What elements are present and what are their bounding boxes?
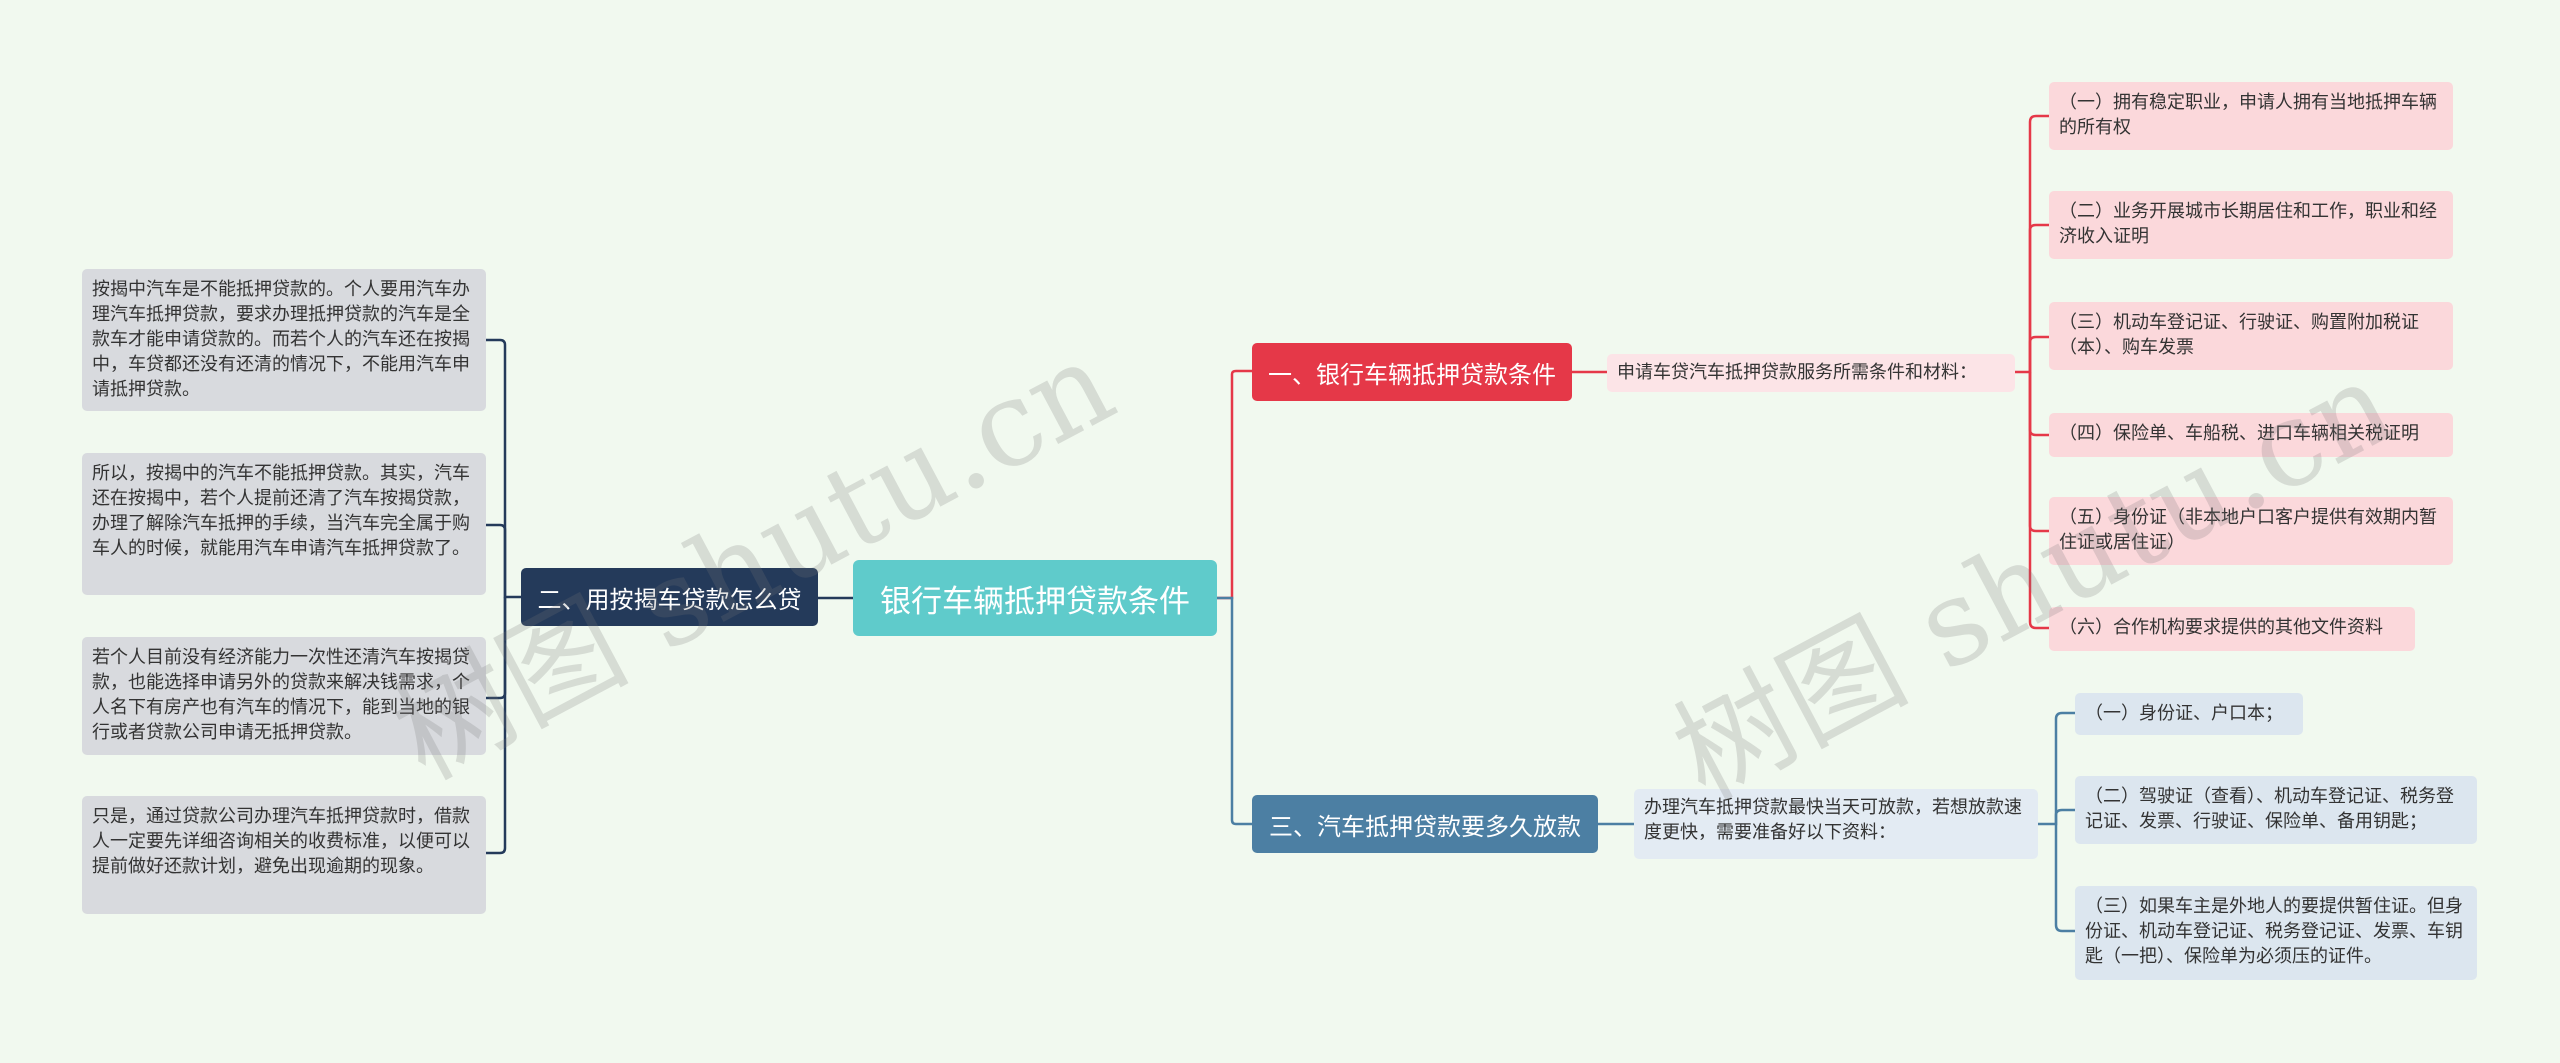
subtopic-required-materials[interactable]: 申请车贷汽车抵押贷款服务所需条件和材料： bbox=[1607, 354, 2015, 392]
leaf-document-1[interactable]: （一）身份证、户口本； bbox=[2075, 693, 2303, 735]
branch-bank-loan-conditions[interactable]: 一、银行车辆抵押贷款条件 bbox=[1252, 343, 1572, 401]
leaf-condition-3[interactable]: （三）机动车登记证、行驶证、购置附加税证（本）、购车发票 bbox=[2049, 302, 2453, 370]
leaf-condition-4[interactable]: （四）保险单、车船税、进口车辆相关税证明 bbox=[2049, 413, 2453, 457]
leaf-mortgage-note-4[interactable]: 只是，通过贷款公司办理汽车抵押贷款时，借款人一定要先详细咨询相关的收费标准，以便… bbox=[82, 796, 486, 914]
leaf-condition-6[interactable]: （六）合作机构要求提供的其他文件资料 bbox=[2049, 607, 2415, 651]
leaf-document-2[interactable]: （二）驾驶证（查看）、机动车登记证、税务登记证、发票、行驶证、保险单、备用钥匙； bbox=[2075, 776, 2477, 844]
branch-loan-release-time[interactable]: 三、汽车抵押贷款要多久放款 bbox=[1252, 795, 1598, 853]
branch-mortgage-car-loan[interactable]: 二、用按揭车贷款怎么贷 bbox=[521, 568, 818, 626]
leaf-condition-2[interactable]: （二）业务开展城市长期居住和工作，职业和经济收入证明 bbox=[2049, 191, 2453, 259]
leaf-document-3[interactable]: （三）如果车主是外地人的要提供暂住证。但身份证、机动车登记证、税务登记证、发票、… bbox=[2075, 886, 2477, 980]
leaf-mortgage-note-3[interactable]: 若个人目前没有经济能力一次性还清汽车按揭贷款，也能选择申请另外的贷款来解决钱需求… bbox=[82, 637, 486, 755]
leaf-mortgage-note-1[interactable]: 按揭中汽车是不能抵押贷款的。个人要用汽车办理汽车抵押贷款，要求办理抵押贷款的汽车… bbox=[82, 269, 486, 411]
leaf-condition-1[interactable]: （一）拥有稳定职业，申请人拥有当地抵押车辆的所有权 bbox=[2049, 82, 2453, 150]
root-topic[interactable]: 银行车辆抵押贷款条件 bbox=[853, 560, 1217, 636]
leaf-condition-5[interactable]: （五）身份证（非本地户口客户提供有效期内暂住证或居住证） bbox=[2049, 497, 2453, 565]
leaf-mortgage-note-2[interactable]: 所以，按揭中的汽车不能抵押贷款。其实，汽车还在按揭中，若个人提前还清了汽车按揭贷… bbox=[82, 453, 486, 595]
subtopic-release-speed[interactable]: 办理汽车抵押贷款最快当天可放款，若想放款速度更快，需要准备好以下资料： bbox=[1634, 789, 2038, 859]
